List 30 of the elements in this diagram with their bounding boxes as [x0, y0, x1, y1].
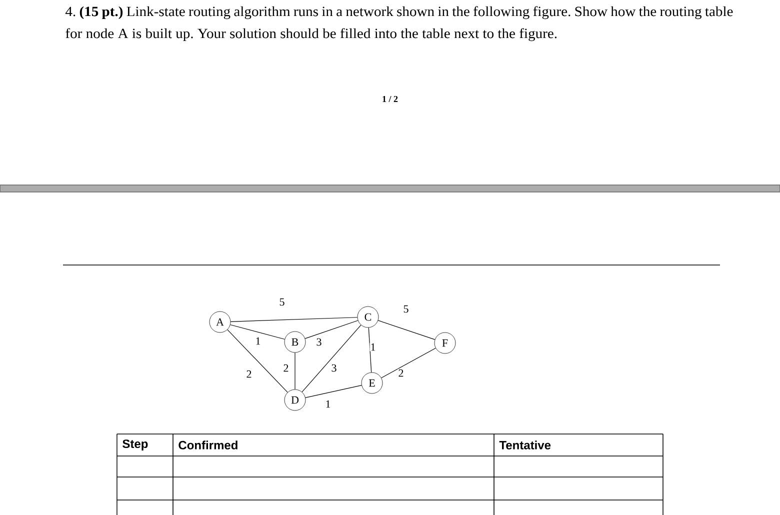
edge-label: 3 — [316, 338, 322, 346]
edge-label: 1 — [324, 400, 332, 408]
question-text: 4. (15 pt.) Link-state routing algorithm runs in a network shown in the following figure. Show how the routing table for node A is built up. Your solution should be filled into the table next to the figure. — [65, 6, 733, 42]
link-line — [305, 385, 362, 398]
router-node: A — [209, 311, 231, 333]
edge-label: 5 — [278, 298, 286, 306]
router-node: C — [357, 306, 379, 328]
link-line — [230, 317, 358, 322]
page-number: 1 / 2 — [382, 96, 398, 102]
column-header: Step — [122, 440, 148, 450]
link-line — [230, 324, 285, 340]
edge-label: 1 — [254, 336, 262, 346]
router-node: E — [361, 372, 383, 394]
router-node: F — [434, 332, 456, 354]
link-line — [304, 320, 358, 339]
router-node: B — [284, 331, 306, 353]
edge-label: 2 — [246, 370, 252, 378]
edge-label: 5 — [402, 304, 410, 314]
edge-label: 2 — [282, 364, 290, 372]
link-line — [227, 329, 288, 393]
link-line — [378, 320, 436, 340]
column-header: Confirmed — [178, 440, 238, 450]
edge-label: 2 — [398, 368, 404, 378]
column-header: Tentative — [499, 440, 551, 450]
router-node: D — [284, 389, 306, 411]
link-line — [302, 324, 362, 392]
edge-label: 3 — [330, 364, 338, 372]
link-line — [368, 327, 372, 373]
link-line — [294, 352, 296, 390]
link-line — [381, 348, 436, 378]
